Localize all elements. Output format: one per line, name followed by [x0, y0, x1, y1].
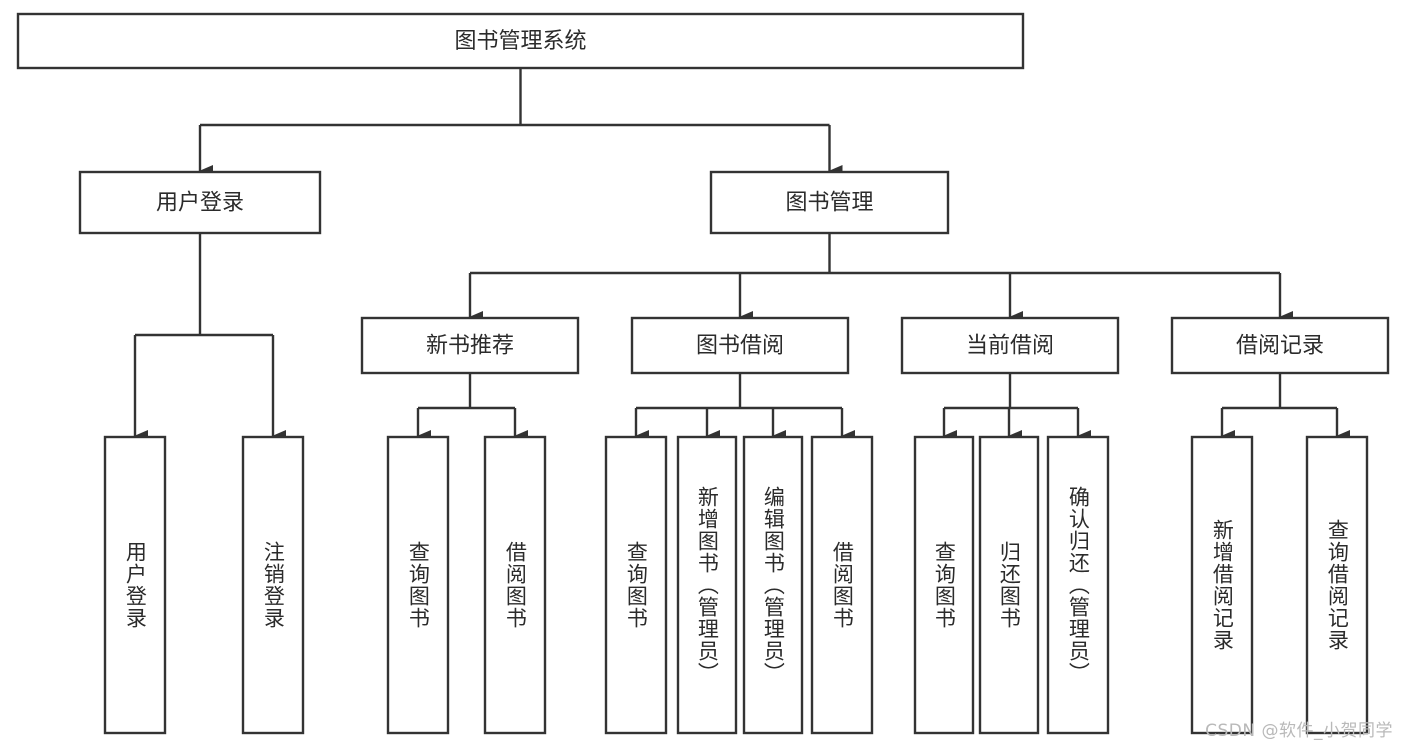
leaf-node-box[interactable] [913, 435, 975, 735]
level3-node-box[interactable] [1170, 316, 1390, 375]
level3-node-box[interactable] [630, 316, 850, 375]
level2-node-label: 图书管理 [785, 191, 873, 216]
leaf-node-box[interactable] [1046, 435, 1110, 735]
level3-node-box[interactable] [900, 316, 1120, 375]
connector-lines [133, 68, 1350, 442]
watermark-text: CSDN @软件_小贺同学 [1205, 721, 1393, 741]
level3-node-box[interactable] [360, 316, 580, 375]
level2-node-label: 用户登录 [156, 191, 244, 216]
level3-node-label: 借阅记录 [1236, 334, 1324, 359]
leaf-node-box[interactable] [810, 435, 874, 735]
leaf-node-box[interactable] [386, 435, 450, 735]
level3-node-label: 新书推荐 [426, 334, 514, 359]
leaf-node-box[interactable] [483, 435, 547, 735]
leaf-node-box[interactable] [1190, 435, 1254, 735]
leaf-node-box[interactable] [241, 435, 305, 735]
level2-node-box[interactable] [709, 170, 950, 235]
level2-node-box[interactable] [78, 170, 322, 235]
leaf-node-box[interactable] [978, 435, 1040, 735]
level3-node-label: 当前借阅 [966, 334, 1054, 359]
root-node-label: 图书管理系统 [454, 29, 586, 54]
leaf-node-box[interactable] [103, 435, 167, 735]
leaf-node-box[interactable] [604, 435, 668, 735]
leaf-node-box[interactable] [1305, 435, 1369, 735]
root-node-box[interactable] [16, 12, 1025, 70]
leaf-node-box[interactable] [742, 435, 804, 735]
level3-node-label: 图书借阅 [696, 334, 784, 359]
node-boxes [16, 12, 1390, 735]
leaf-node-box[interactable] [676, 435, 738, 735]
